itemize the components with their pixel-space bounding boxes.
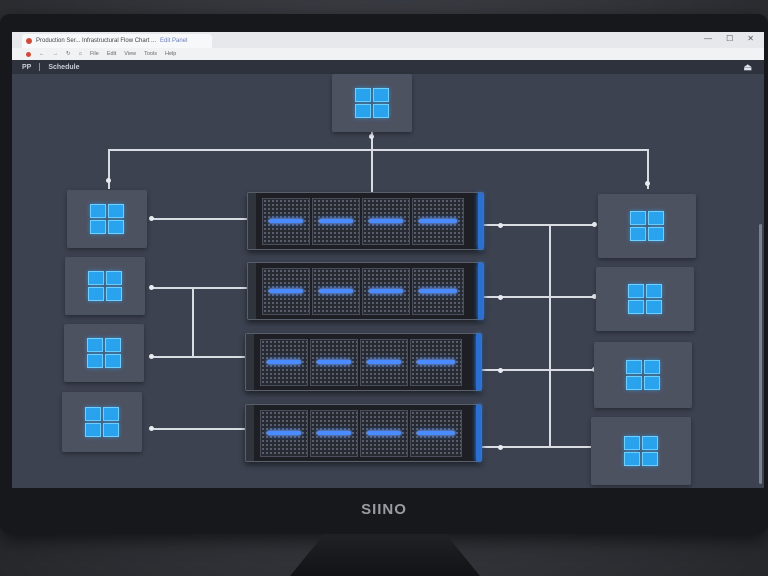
- home-button[interactable]: ⌂: [78, 51, 82, 57]
- scrollbar[interactable]: [759, 224, 762, 484]
- windows-icon: [85, 407, 119, 437]
- connector-dot: [645, 181, 650, 186]
- menu-tools[interactable]: Tools: [144, 51, 157, 57]
- reload-button[interactable]: ↻: [66, 51, 71, 57]
- menu-file[interactable]: File: [89, 51, 99, 57]
- wire-right-1: [482, 224, 594, 226]
- menu-help[interactable]: Help: [164, 51, 177, 57]
- wire-right-link: [549, 224, 551, 448]
- windows-icon: [624, 436, 658, 466]
- top-node[interactable]: [332, 74, 412, 132]
- windows-icon: [626, 360, 660, 390]
- wire-right-3: [482, 369, 594, 371]
- browser-tabbar: Production Ser... Infrastructural Flow C…: [12, 32, 764, 48]
- wire-top-vertical: [371, 112, 373, 219]
- connector-dot: [592, 222, 597, 227]
- connector-dot: [498, 295, 503, 300]
- wire-left-1: [152, 218, 247, 220]
- app-toolbar: PP Schedule ⏏: [12, 60, 764, 74]
- left-node-3[interactable]: [64, 324, 144, 382]
- right-node-4[interactable]: [591, 417, 691, 485]
- right-node-3[interactable]: [594, 342, 692, 408]
- windows-icon: [630, 211, 664, 241]
- monitor-stand: [290, 534, 480, 576]
- windows-icon: [355, 88, 389, 118]
- menu-view[interactable]: View: [124, 51, 137, 57]
- wire-left-2: [152, 287, 247, 289]
- left-node-1[interactable]: [67, 190, 147, 248]
- app-title: PP: [22, 63, 32, 71]
- record-icon: [26, 51, 31, 57]
- menu-icon[interactable]: ⏏: [743, 62, 752, 72]
- wire-left-drop: [108, 149, 110, 189]
- forward-button[interactable]: →: [52, 51, 59, 57]
- server-rack-1[interactable]: [247, 192, 484, 250]
- connector-dot: [149, 354, 154, 359]
- menu-edit[interactable]: Edit: [106, 51, 117, 57]
- favicon-icon: [26, 38, 32, 44]
- wire-right-2: [482, 296, 594, 298]
- connector-dot: [106, 178, 111, 183]
- connector-dot: [149, 216, 154, 221]
- connector-dot: [498, 223, 503, 228]
- browser-tab[interactable]: Production Ser... Infrastructural Flow C…: [22, 34, 212, 48]
- diagram-canvas: [12, 74, 764, 488]
- wire-top-bus: [108, 149, 648, 151]
- connector-dot: [592, 294, 597, 299]
- left-node-4[interactable]: [62, 392, 142, 452]
- connector-dot: [498, 368, 503, 373]
- close-button[interactable]: ✕: [747, 34, 754, 43]
- server-rack-4[interactable]: [245, 404, 482, 462]
- windows-icon: [88, 271, 122, 301]
- server-rack-3[interactable]: [245, 333, 482, 391]
- section-label[interactable]: Schedule: [48, 63, 80, 71]
- windows-icon: [87, 338, 121, 368]
- right-node-2[interactable]: [596, 267, 694, 331]
- right-node-1[interactable]: [598, 194, 696, 258]
- divider: [39, 63, 41, 71]
- back-button[interactable]: ←: [39, 51, 45, 57]
- connector-dot: [369, 134, 374, 139]
- wire-left-4: [152, 428, 247, 430]
- maximize-button[interactable]: ☐: [726, 34, 734, 43]
- wire-left-3: [152, 356, 247, 358]
- wire-left-link: [192, 287, 194, 358]
- screen: Production Ser... Infrastructural Flow C…: [12, 32, 764, 488]
- connector-dot: [149, 426, 154, 431]
- browser-navbar: ← → ↻ ⌂ File Edit View Tools Help: [12, 48, 764, 60]
- connector-dot: [498, 445, 503, 450]
- tab-title: Production Ser... Infrastructural Flow C…: [36, 38, 157, 44]
- tab-extra: Edit Panel: [160, 38, 188, 44]
- windows-icon: [90, 204, 124, 234]
- monitor-brand: SIINO: [361, 501, 407, 518]
- left-node-2[interactable]: [65, 257, 145, 315]
- window-controls: — ☐ ✕: [704, 34, 754, 43]
- windows-icon: [628, 284, 662, 314]
- wire-right-drop: [647, 149, 649, 189]
- server-rack-2[interactable]: [247, 262, 484, 320]
- minimize-button[interactable]: —: [704, 34, 713, 43]
- connector-dot: [149, 285, 154, 290]
- wire-right-4: [482, 446, 594, 448]
